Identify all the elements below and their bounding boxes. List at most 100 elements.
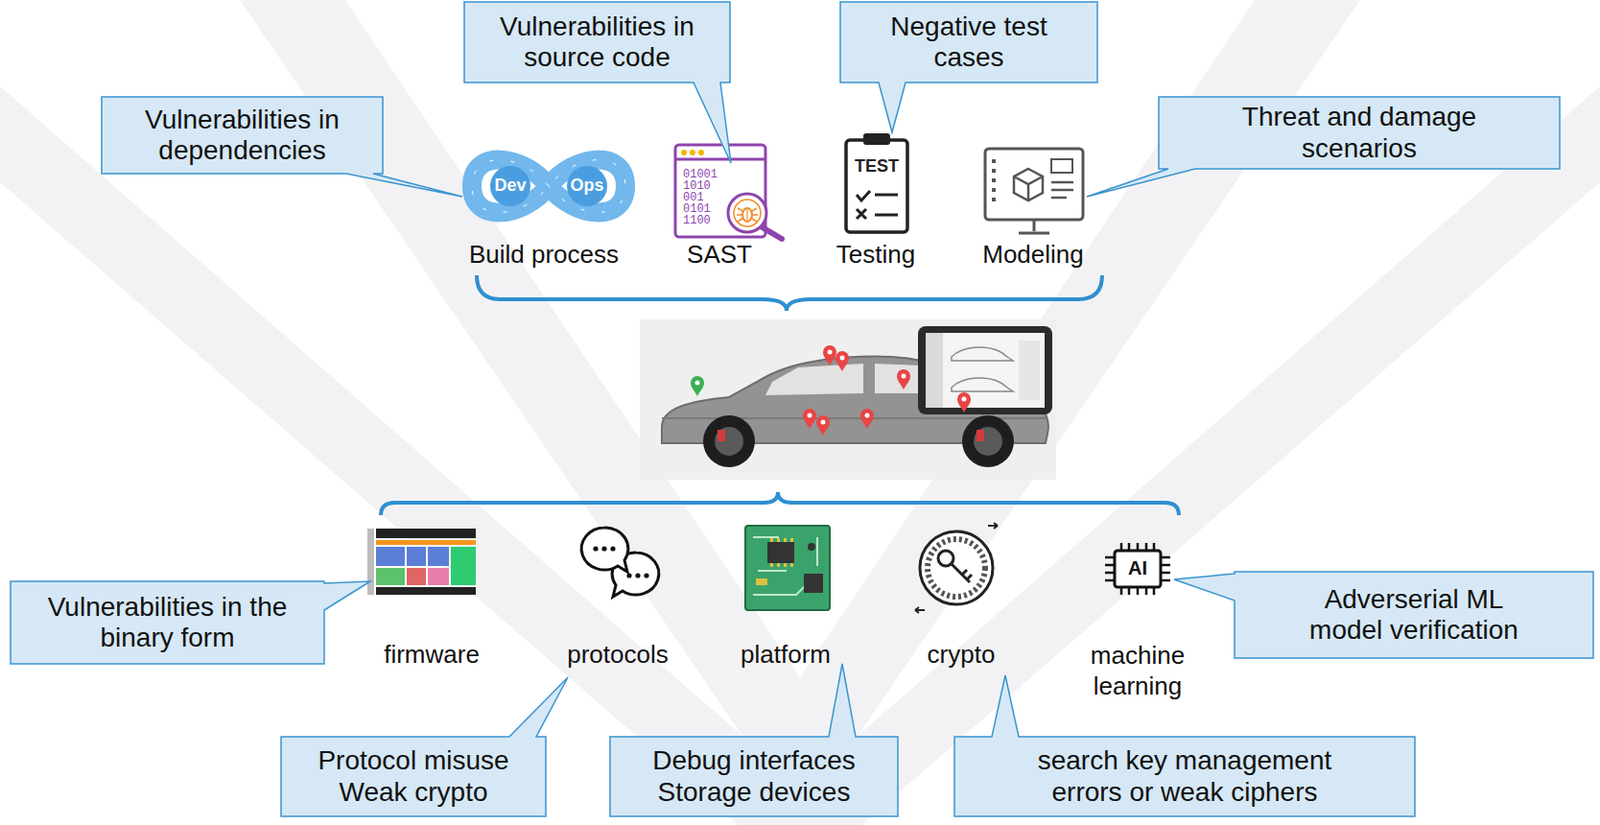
car-illustration-part <box>703 415 755 468</box>
car-illustration-part-part <box>962 397 967 402</box>
modeling-icon-part <box>985 148 1083 220</box>
callout-outline <box>954 675 1415 817</box>
callout-box: Vulnerabilities in the binary form <box>10 581 325 664</box>
firmware-icon-part <box>406 567 426 586</box>
protocols-icon-part-part <box>592 545 598 551</box>
modeling-icon-part <box>1018 232 1050 236</box>
icon-caption: SAST <box>686 240 753 270</box>
platform-icon-part-part <box>776 563 780 567</box>
test-icon-part <box>856 190 871 201</box>
top-bracket <box>476 275 1103 311</box>
icon-word: Ops <box>569 175 604 196</box>
car-illustration-part-part <box>901 374 907 379</box>
car-illustration-part-part <box>860 408 874 429</box>
modeling-icon-part-part <box>991 168 996 173</box>
devops-icon-part <box>566 165 608 207</box>
car-illustration-part <box>951 347 1013 361</box>
binary-digits: 1100 <box>682 214 711 227</box>
protocols-icon-part-part <box>610 545 615 551</box>
sast-icon-part <box>760 226 782 239</box>
crypto-icon <box>915 522 998 613</box>
car-illustration-part-part <box>802 408 817 429</box>
icon-caption: firmware <box>383 640 480 670</box>
car-illustration-part-part <box>695 380 701 386</box>
modeling-icon-part <box>1051 196 1067 200</box>
binary-digits: 001 <box>682 191 705 204</box>
platform-icon-part <box>770 538 794 567</box>
car-illustration-part-part <box>840 355 846 361</box>
modeling-icon-part-part <box>991 197 996 202</box>
platform-icon-part-part <box>770 538 774 542</box>
callout-box: Vulnerabilities in dependencies <box>101 96 383 174</box>
test-icon-part <box>856 209 867 219</box>
platform-icon-part-part <box>776 538 780 542</box>
callout-box: Debug interfaces Storage devices <box>610 736 898 817</box>
icon-caption: platform <box>740 640 831 670</box>
firmware-icon-part <box>406 546 426 566</box>
callout-box: Protocol misuse Weak crypto <box>281 736 546 817</box>
icon-caption: crypto <box>927 640 996 670</box>
protocols-icon-part <box>592 545 649 578</box>
icon-caption: protocols <box>566 640 669 670</box>
ai-chip-icon-part <box>1105 542 1171 595</box>
modeling-icon-part-part <box>991 188 996 192</box>
callout-box: Vulnerabilities in source code <box>464 1 730 83</box>
icon-caption: Build process <box>469 240 619 270</box>
callout-box: search key management errors or weak cip… <box>954 736 1415 817</box>
car-illustration-part-part <box>816 415 830 436</box>
modeling-icon <box>985 148 1083 234</box>
icon-word: Dev <box>494 175 526 196</box>
crypto-icon-part <box>927 539 986 597</box>
protocols-icon <box>581 527 659 597</box>
callout-outline <box>840 1 1098 133</box>
car-illustration <box>639 319 1057 480</box>
callout-outline <box>281 677 568 817</box>
sast-icon-part <box>746 208 748 222</box>
crypto-icon-part <box>919 531 993 605</box>
callout-outline <box>610 663 898 817</box>
callout-text: search key management errors or weak cip… <box>1019 745 1351 807</box>
modeling-icon-part <box>1051 188 1074 192</box>
callout-text: Protocol misuse Weak crypto <box>301 745 527 807</box>
car-illustration-part <box>639 319 1057 480</box>
sast-icon-part <box>728 193 767 233</box>
car-illustration-part <box>695 350 967 425</box>
car-illustration-part <box>802 345 971 436</box>
car-illustration-part-part <box>807 413 813 419</box>
modeling-icon-part <box>1013 168 1043 201</box>
devops-icon <box>471 160 626 213</box>
callout-text: Debug interfaces Storage devices <box>628 745 880 807</box>
icon-word: TEST <box>854 156 899 177</box>
firmware-icon-part <box>367 528 375 595</box>
crypto-icon-part <box>938 550 954 566</box>
firmware-icon-part <box>427 546 449 566</box>
callout-outline <box>1086 96 1560 197</box>
car-illustration-part <box>1018 340 1040 400</box>
firmware-icon-part <box>376 546 405 566</box>
protocols-icon-part-part <box>601 545 607 551</box>
callout-box: Threat and damage scenarios <box>1158 96 1560 169</box>
platform-icon-part-part <box>783 538 787 542</box>
modeling-icon-part <box>1033 219 1036 232</box>
firmware-icon-part <box>376 567 405 586</box>
protocols-icon-part-part <box>643 572 649 578</box>
callout-box: Adverserial ML model verification <box>1234 571 1594 659</box>
devops-icon-part <box>490 165 531 207</box>
crypto-icon-part <box>951 564 972 583</box>
car-illustration-part-part <box>827 350 833 355</box>
platform-icon-part <box>803 573 824 593</box>
car-illustration-part-part <box>823 345 837 366</box>
test-icon-part <box>846 140 908 233</box>
crypto-icon-part <box>915 522 998 613</box>
car-illustration-part <box>951 377 1013 392</box>
test-icon <box>846 133 908 233</box>
protocols-icon-part-part <box>635 572 640 578</box>
sast-icon-part <box>742 208 753 222</box>
callout-text: Adverserial ML model verification <box>1301 584 1528 646</box>
platform-icon-part-part <box>790 563 794 567</box>
sast-icon-part <box>733 199 761 227</box>
sast-icon-part <box>689 149 696 156</box>
car-illustration-part-part <box>865 413 871 419</box>
callout-text: Vulnerabilities in the binary form <box>28 591 307 654</box>
